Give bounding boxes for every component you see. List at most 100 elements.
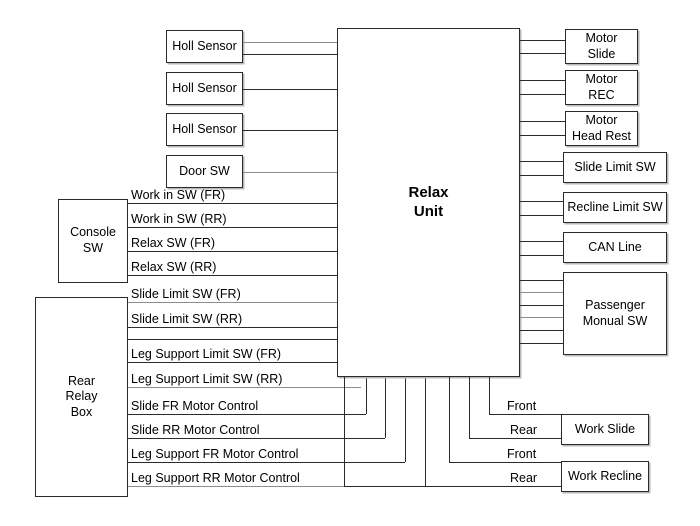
holl-sensor-1-label: Holl Sensor (172, 38, 237, 53)
work-in-sw-rr-label: Work in SW (RR) (131, 212, 227, 226)
motor-slide-label-line1: Motor (585, 30, 618, 45)
wire-motor-head-rest-b (520, 135, 565, 136)
work-in-sw-fr-label: Work in SW (FR) (131, 188, 226, 202)
console-sw-label-line1: Console (70, 225, 116, 240)
wire-slide-rr-motor-v (385, 377, 386, 438)
leg-support-rr-motor-control-label: Leg Support RR Motor Control (131, 471, 300, 485)
motor-slide-box: Motor Slide (565, 29, 638, 64)
rear-relay-label-line1: Rear (67, 373, 96, 388)
wire-slide-fr-motor-v (366, 377, 367, 414)
slide-limit-sw-box-label: Slide Limit SW (574, 159, 656, 174)
wire-wr-front-v (449, 377, 450, 462)
wire-work-in-sw-rr (128, 227, 337, 228)
passenger-monual-sw-label-line1: Passenger (585, 297, 645, 312)
work-recline-label: Work Recline (567, 468, 643, 483)
wire-can-line-b (520, 255, 563, 256)
holl-sensor-1-box: Holl Sensor (166, 30, 243, 63)
rear-relay-box: Rear Relay Box (35, 297, 128, 497)
wire-ws-front-v (489, 377, 490, 414)
motor-rec-label-line2: REC (588, 87, 615, 102)
wire-leg-support-limit-sw-fr (128, 339, 337, 340)
wire-wr-rear-h (344, 486, 561, 487)
console-sw-box: Console SW (58, 199, 128, 283)
recline-limit-sw-box: Recline Limit SW (563, 192, 667, 223)
motor-head-rest-label-line1: Motor (585, 112, 618, 127)
recline-limit-sw-box-label: Recline Limit SW (567, 199, 663, 214)
wire-leg-support-limit-sw-fr-b (128, 362, 337, 363)
leg-support-limit-sw-fr-label: Leg Support Limit SW (FR) (131, 347, 282, 361)
wire-slide-limit-sw-fr (128, 302, 337, 303)
wire-passenger-6 (520, 343, 563, 344)
work-recline-box: Work Recline (561, 461, 649, 492)
wire-passenger-4 (520, 317, 563, 318)
work-slide-front-label: Front (507, 399, 537, 413)
leg-support-limit-sw-rr-label: Leg Support Limit SW (RR) (131, 372, 283, 386)
work-slide-rear-label: Rear (510, 423, 538, 437)
wire-ws-rear-v (469, 377, 470, 438)
leg-support-fr-motor-control-label: Leg Support FR Motor Control (131, 447, 299, 461)
wire-motor-rec-b (520, 94, 565, 95)
relax-unit-label-line2: Unit (413, 202, 444, 220)
wire-slide-limit-sw-a (520, 161, 563, 162)
wire-holl3 (243, 130, 337, 131)
relax-sw-fr-label: Relax SW (FR) (131, 236, 216, 250)
wire-recline-limit-sw-b (520, 215, 563, 216)
rear-relay-label-line3: Box (70, 404, 93, 419)
wire-motor-slide-b (520, 53, 565, 54)
work-slide-label: Work Slide (574, 421, 636, 436)
passenger-monual-sw-box: Passenger Monual SW (563, 272, 667, 355)
wire-passenger-1 (520, 280, 563, 281)
holl-sensor-3-box: Holl Sensor (166, 113, 243, 146)
wire-can-line-a (520, 241, 563, 242)
motor-slide-label-line2: Slide (587, 46, 616, 61)
wire-relax-sw-fr (128, 251, 337, 252)
wire-motor-slide-a (520, 40, 565, 41)
rear-relay-label-line2: Relay (65, 389, 98, 404)
holl-sensor-2-box: Holl Sensor (166, 72, 243, 105)
wire-leg-fr-motor-h (128, 462, 405, 463)
motor-head-rest-box: Motor Head Rest (565, 111, 638, 146)
passenger-monual-sw-label-line2: Monual SW (582, 313, 648, 328)
wire-wr-front-h (449, 462, 561, 463)
holl-sensor-2-label: Holl Sensor (172, 80, 237, 95)
motor-rec-label-line1: Motor (585, 71, 618, 86)
door-sw-label: Door SW (179, 163, 230, 178)
wire-work-in-sw-fr (128, 203, 337, 204)
work-recline-rear-label: Rear (510, 471, 538, 485)
wire-slide-limit-sw-b (520, 175, 563, 176)
wire-motor-rec-a (520, 80, 565, 81)
wire-slide-rr-motor-h (128, 438, 385, 439)
wire-leg-support-limit-sw-rr (128, 387, 361, 388)
wire-motor-head-rest-a (520, 121, 565, 122)
can-line-label: CAN Line (588, 239, 642, 254)
wire-holl1-a (243, 42, 337, 43)
relax-unit-box: Relax Unit (337, 28, 520, 377)
relax-unit-label-line1: Relax (408, 183, 449, 201)
door-sw-box: Door SW (166, 155, 243, 188)
work-recline-front-label: Front (507, 447, 537, 461)
slide-limit-sw-fr-label: Slide Limit SW (FR) (131, 287, 241, 301)
wire-passenger-5 (520, 330, 563, 331)
slide-limit-sw-rr-label: Slide Limit SW (RR) (131, 312, 243, 326)
wire-ws-front-h (489, 414, 561, 415)
holl-sensor-3-label: Holl Sensor (172, 121, 237, 136)
motor-head-rest-label-line2: Head Rest (571, 128, 632, 143)
wire-recline-limit-sw-a (520, 201, 563, 202)
wire-ws-rear-h (469, 438, 561, 439)
slide-limit-sw-box: Slide Limit SW (563, 152, 667, 183)
can-line-box: CAN Line (563, 232, 667, 263)
console-sw-label-line2: SW (82, 241, 104, 255)
wire-passenger-2 (520, 292, 563, 293)
relax-sw-rr-label: Relax SW (RR) (131, 260, 217, 274)
motor-rec-box: Motor REC (565, 70, 638, 105)
wire-leg-rr-motor-h (128, 486, 425, 487)
slide-rr-motor-control-label: Slide RR Motor Control (131, 423, 260, 437)
wire-wr-rear-v (344, 377, 345, 486)
slide-fr-motor-control-label: Slide FR Motor Control (131, 399, 259, 413)
work-slide-box: Work Slide (561, 414, 649, 445)
wire-slide-fr-motor-h (128, 414, 366, 415)
wire-holl1-b (243, 54, 337, 55)
wire-slide-limit-sw-rr (128, 327, 337, 328)
wire-passenger-3 (520, 305, 563, 306)
